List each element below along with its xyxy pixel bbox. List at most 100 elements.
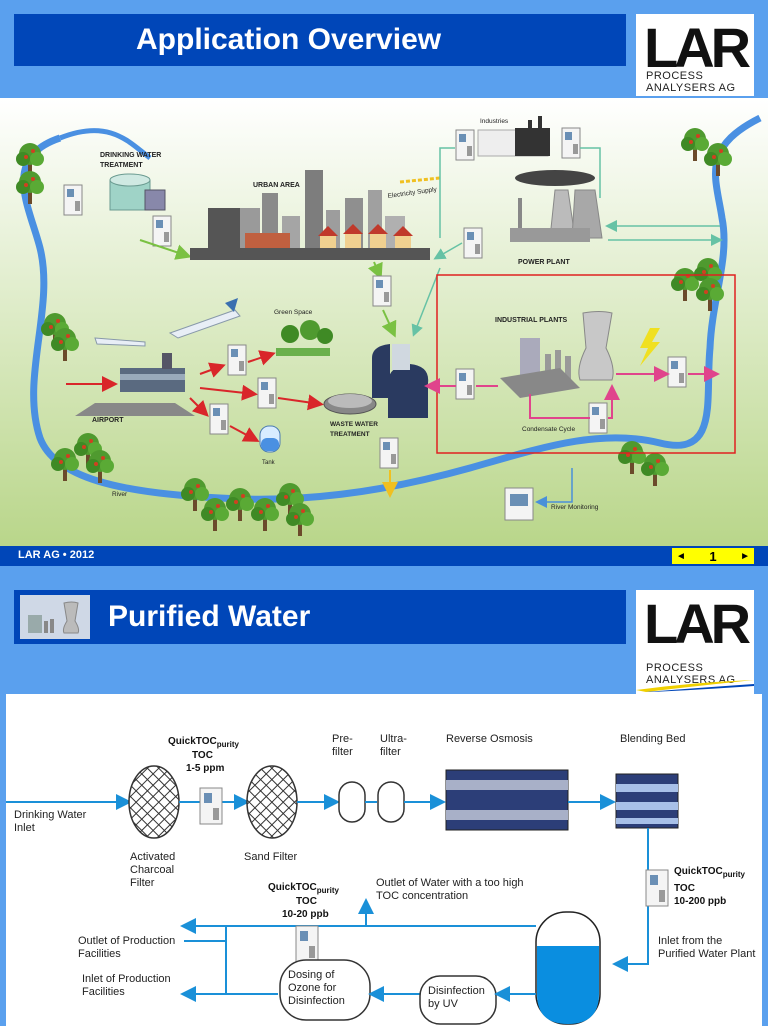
analyser-waste-outlet xyxy=(379,437,399,469)
label-dosing-2: Ozone for xyxy=(288,982,337,994)
reverse-osmosis[interactable] xyxy=(445,769,569,831)
prev-slide-button[interactable]: ◄ xyxy=(676,550,686,562)
arrow-airport-to-analyser-3 xyxy=(189,397,209,417)
arrow-to-tank xyxy=(229,425,260,442)
analyser-condensate xyxy=(588,402,608,434)
analyser-airport-waste xyxy=(257,377,277,409)
lightning-icon xyxy=(640,328,660,366)
arrow-power-to-urban xyxy=(433,242,463,260)
slide1-title: Application Overview xyxy=(136,23,442,56)
application-overview-diagram: DRINKING WATER TREATMENT URBAN AREA xyxy=(0,98,768,546)
quicktoc2-range: 10-200 ppb xyxy=(674,896,726,907)
arrow-urban-to-analyser xyxy=(367,261,383,280)
arrow-analyser-to-waste xyxy=(381,309,397,338)
ultra-filter[interactable] xyxy=(377,781,405,823)
analyser-drinking-water xyxy=(63,184,83,216)
label-outlet-production-2: Facilities xyxy=(78,948,121,960)
river-branch xyxy=(59,128,152,160)
lar-logo-mark: LAR xyxy=(644,16,751,79)
blending-layer-1 xyxy=(616,784,678,792)
industrial-plants-highlight[interactable] xyxy=(436,274,736,454)
pre-filter[interactable] xyxy=(338,781,366,823)
analyser-industries-right xyxy=(561,127,581,159)
label-sand-filter: Sand Filter xyxy=(244,851,298,863)
label-waste-water-1: WASTE WATER xyxy=(330,421,378,428)
arrow-to-waste-water xyxy=(277,394,324,411)
slide2-title: Purified Water xyxy=(108,600,311,633)
label-activated-1: Activated xyxy=(130,851,175,863)
activated-charcoal-filter[interactable] xyxy=(128,765,180,839)
quicktoc2-name: QuickTOCpurity xyxy=(674,866,745,879)
quicktoc-analyser-2 xyxy=(645,869,669,907)
quicktoc1-name: QuickTOCpurity xyxy=(168,736,239,749)
label-inlet-purified-2: Purified Water Plant xyxy=(658,948,755,960)
sand-filter[interactable] xyxy=(246,765,298,839)
arrow-industries-to-waste xyxy=(411,267,441,337)
analyser-drinking-water-out xyxy=(152,215,172,247)
label-dosing-3: Disinfection xyxy=(288,995,345,1007)
quicktoc3-sub: purity xyxy=(317,886,340,895)
slide1-footer: LAR AG • 2012 ◄ 1 ► xyxy=(0,546,768,566)
slide-purified-water: Purified Water LAR PROCESS ANALYSERS AG xyxy=(0,580,768,1026)
quicktoc-analyser-1 xyxy=(199,787,223,825)
green-space xyxy=(276,320,333,356)
label-ultra-filter-1: Ultra- xyxy=(380,733,407,745)
drinking-water-plant xyxy=(109,173,166,211)
blending-layer-2 xyxy=(616,802,678,810)
label-outlet-high-toc-1: Outlet of Water with a too high xyxy=(376,877,524,889)
airport-terminal xyxy=(75,353,195,416)
label-reverse-osmosis: Reverse Osmosis xyxy=(446,733,533,745)
quicktoc3-name: QuickTOCpurity xyxy=(268,882,339,895)
arrow-industries-right xyxy=(580,147,601,198)
label-river: River xyxy=(112,491,128,498)
analyser-power-plant xyxy=(463,227,483,259)
blending-layer-3 xyxy=(616,818,678,824)
storage-tank-water xyxy=(537,946,599,1024)
electricity-bolt xyxy=(399,176,441,184)
airplane-2 xyxy=(94,337,146,347)
quicktoc1-range: 1-5 ppm xyxy=(186,763,224,774)
slide1-title-bar: Application Overview xyxy=(14,14,626,66)
label-airport: AIRPORT xyxy=(92,417,124,424)
footer-text: LAR AG • 2012 xyxy=(18,549,95,561)
arrow-river-to-monitoring xyxy=(535,468,573,508)
quicktoc3-range: 10-20 ppb xyxy=(282,909,329,920)
arrow-industries-loop xyxy=(439,147,455,238)
quicktoc3-label: QuickTOC xyxy=(268,882,317,893)
lar-logo-subtitle: PROCESS ANALYSERS AG xyxy=(646,70,736,94)
label-inlet-purified-1: Inlet from the xyxy=(658,935,722,947)
label-urban-area: URBAN AREA xyxy=(253,182,300,189)
label-drinking-water-inlet-1: Drinking Water xyxy=(14,809,87,821)
osmosis-membrane-1 xyxy=(446,780,568,790)
label-drinking-water-1: DRINKING WATER xyxy=(100,152,161,159)
label-ultra-filter-2: filter xyxy=(380,746,401,758)
next-slide-button[interactable]: ► xyxy=(740,550,750,562)
arrow-airport-to-analyser-2 xyxy=(199,384,258,401)
quicktoc3-toc: TOC xyxy=(296,896,317,907)
industrial-plant-buildings xyxy=(500,311,614,398)
analyser-airport-green xyxy=(227,344,247,376)
label-river-monitoring: River Monitoring xyxy=(551,504,599,511)
quicktoc1-label: QuickTOC xyxy=(168,736,217,747)
quicktoc1-sub: purity xyxy=(217,740,240,749)
arrow-drinking-to-urban xyxy=(139,239,192,260)
river-monitoring-station xyxy=(504,487,534,521)
analyser-industries-left xyxy=(455,129,475,161)
label-uv-2: by UV xyxy=(428,998,459,1010)
slide-pager: ◄ 1 ► xyxy=(672,548,754,564)
analyser-urban-waste xyxy=(372,275,392,307)
label-dosing-1: Dosing of xyxy=(288,969,335,981)
label-green-space: Green Space xyxy=(274,309,313,316)
label-blending-bed: Blending Bed xyxy=(620,733,685,745)
condensate-cycle-return xyxy=(604,384,620,419)
quicktoc2-toc: TOC xyxy=(674,883,695,894)
label-condensate-cycle: Condensate Cycle xyxy=(522,426,575,433)
diagram2-background xyxy=(6,694,762,1026)
tank xyxy=(259,425,281,453)
label-drinking-water-2: TREATMENT xyxy=(100,162,143,169)
lar-logo-mark-2: LAR xyxy=(644,592,751,655)
quicktoc2-label: QuickTOC xyxy=(674,866,723,877)
label-activated-2: Charcoal xyxy=(130,864,174,876)
label-uv-1: Disinfection xyxy=(428,985,485,997)
houses xyxy=(318,224,413,248)
